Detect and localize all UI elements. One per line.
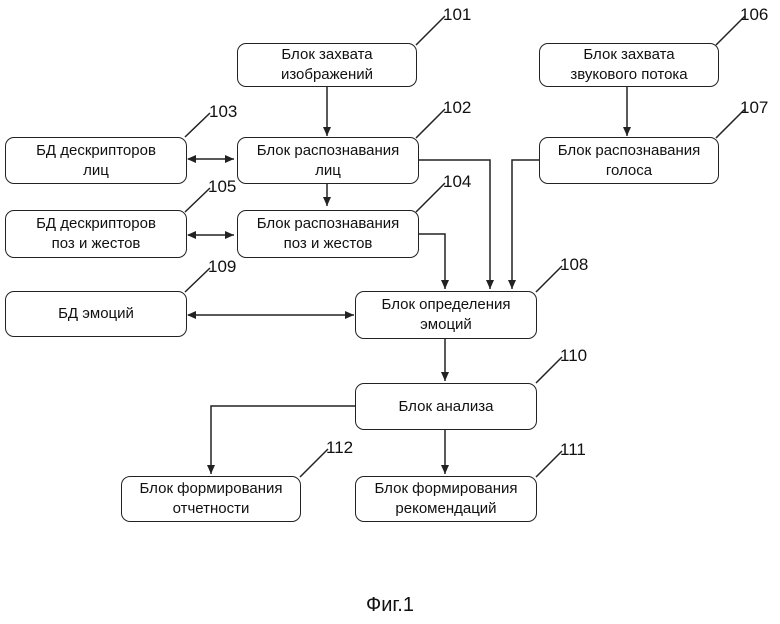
block-analysis: Блок анализа [355,383,537,430]
ref-107: 107 [740,99,768,117]
db-face-descriptors: БД дескрипторов лиц [5,137,187,184]
block-pose-recognition: Блок распознавания поз и жестов [237,210,419,258]
ref-103: 103 [209,103,237,121]
block-emotion-detection-label: Блок определения эмоций [382,295,511,335]
ref-108: 108 [560,256,588,274]
arrow-107-108 [512,160,539,289]
leader-109 [185,268,210,292]
leader-108 [536,266,562,292]
block-audio-capture: Блок захвата звукового потока [539,43,719,87]
block-recommendations-label: Блок формирования рекомендаций [375,479,518,519]
leader-110 [536,357,562,383]
block-emotion-detection: Блок определения эмоций [355,291,537,339]
leader-105 [185,188,210,212]
block-recommendations: Блок формирования рекомендаций [355,476,537,522]
ref-112: 112 [326,439,353,457]
ref-102: 102 [443,99,471,117]
db-emotions-label: БД эмоций [58,304,134,324]
block-image-capture-label: Блок захвата изображений [281,45,373,85]
leader-111 [536,451,562,477]
block-face-recognition-label: Блок распознавания лиц [257,141,400,181]
db-pose-descriptors-label: БД дескрипторов поз и жестов [36,214,156,254]
ref-111: 111 [560,441,586,459]
figure-caption: Фиг.1 [0,594,780,617]
leader-112 [300,449,328,477]
block-voice-recognition: Блок распознавания голоса [539,137,719,184]
block-voice-recognition-label: Блок распознавания голоса [558,141,701,181]
block-analysis-label: Блок анализа [399,397,494,417]
db-emotions: БД эмоций [5,291,187,337]
leader-103 [185,113,210,137]
ref-109: 109 [208,258,236,276]
db-pose-descriptors: БД дескрипторов поз и жестов [5,210,187,258]
leader-102 [416,109,445,138]
ref-110: 110 [560,347,587,365]
ref-101: 101 [443,6,471,24]
ref-106: 106 [740,6,768,24]
block-pose-recognition-label: Блок распознавания поз и жестов [257,214,400,254]
block-reporting: Блок формирования отчетности [121,476,301,522]
leader-101 [416,16,445,45]
block-reporting-label: Блок формирования отчетности [140,479,283,519]
db-face-descriptors-label: БД дескрипторов лиц [36,141,156,181]
ref-105: 105 [208,178,236,196]
block-audio-capture-label: Блок захвата звукового потока [570,45,687,85]
leader-104 [416,183,445,212]
ref-104: 104 [443,173,471,191]
block-face-recognition: Блок распознавания лиц [237,137,419,184]
block-image-capture: Блок захвата изображений [237,43,417,87]
arrow-104-108 [419,234,445,289]
